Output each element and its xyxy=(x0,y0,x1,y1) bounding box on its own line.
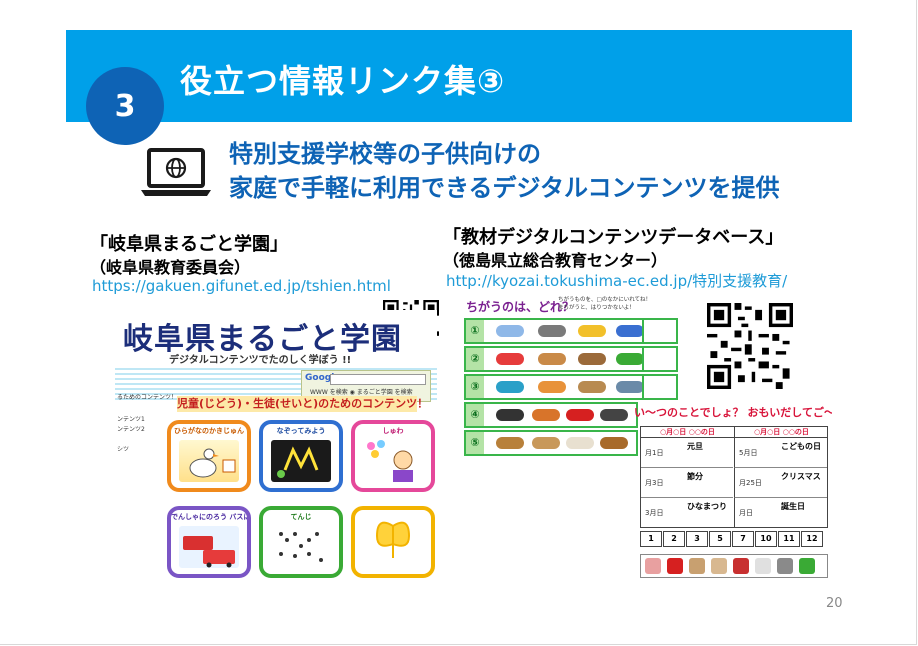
sidebar-item[interactable]: るためのコンテンツ！ xyxy=(117,394,178,401)
month-button[interactable]: 3 xyxy=(686,531,708,547)
quiz-title: ちがうのは、どれ？ xyxy=(466,300,575,314)
answer-box[interactable] xyxy=(642,376,676,398)
calendar-cell[interactable]: 月3日 節分 xyxy=(641,468,733,498)
subtitle-line-1: 特別支援学校等の子供向けの xyxy=(229,140,541,168)
tile-label: ひらがなのかきじゅん xyxy=(174,427,244,435)
left-resource-title: 「岐阜県まるごと学園」 xyxy=(90,234,288,255)
month-selector[interactable]: 1 2 3 5 7 10 11 12 xyxy=(640,531,826,547)
tokushima-site-screenshot[interactable]: ちがうのは、どれ？ ちがうものを、□のなかにいれてね！ まちがうと、はりつかない… xyxy=(460,292,832,578)
sign-language-illustration xyxy=(363,440,423,482)
quiz-row[interactable]: ④ xyxy=(464,402,638,428)
gifu-site-screenshot[interactable]: 岐阜県まるごと学園 デジタルコンテンツでたのしく学ぼう !! Google WW… xyxy=(115,310,437,578)
google-logo: Google xyxy=(305,373,341,383)
calendar-cell[interactable]: 5月日 こどもの日 xyxy=(734,438,827,468)
bus-illustration xyxy=(179,526,239,568)
kids-contents-banner: 児童(じどう)・生徒(せいと)のためのコンテンツ！ xyxy=(177,396,429,412)
calendar-header: ○月○日 ○○の日 xyxy=(641,427,734,438)
tile-label: しゅわ xyxy=(382,427,404,435)
month-button[interactable]: 2 xyxy=(663,531,685,547)
season-item[interactable] xyxy=(711,558,727,574)
butterfly-illustration xyxy=(363,516,423,558)
calendar-cell[interactable]: 3月日 ひなまつり xyxy=(645,502,727,517)
site-tagline: デジタルコンテンツでたのしく学ぼう !! xyxy=(169,355,352,366)
header-band: 役立つ情報リンク集③ xyxy=(66,30,852,122)
tile-label: でんしゃにのろう バスにのろう xyxy=(171,513,251,521)
site-logo: 岐阜県まるごと学園 xyxy=(123,322,402,357)
tile-train-bus[interactable]: でんしゃにのろう バスにのろう xyxy=(167,506,251,578)
season-item[interactable] xyxy=(755,558,771,574)
season-items-strip[interactable] xyxy=(640,554,828,578)
quiz-row[interactable]: ③ xyxy=(464,374,678,400)
quiz-row[interactable]: ⑤ xyxy=(464,430,638,456)
goose-illustration xyxy=(179,440,239,482)
page-number: 20 xyxy=(826,596,843,611)
month-button[interactable]: 10 xyxy=(755,531,777,547)
quiz-row[interactable]: ② xyxy=(464,346,678,372)
season-item[interactable] xyxy=(645,558,661,574)
laptop-globe-icon xyxy=(141,148,211,196)
month-button[interactable]: 12 xyxy=(801,531,823,547)
season-item[interactable] xyxy=(667,558,683,574)
calendar-grid[interactable]: ○月○日 ○○の日 ○月○日 ○○の日 月1日 元旦 5月日 こどもの日 月3日… xyxy=(640,426,828,528)
tile-label: てんじ xyxy=(290,513,312,521)
tile-hiragana[interactable]: ひらがなのかきじゅん xyxy=(167,420,251,492)
tile-tracing[interactable]: なぞってみよう xyxy=(259,420,343,492)
month-button[interactable]: 11 xyxy=(778,531,800,547)
calendar-cell[interactable]: 月1日 元旦 xyxy=(641,438,733,468)
tracing-illustration xyxy=(271,440,331,482)
season-item[interactable] xyxy=(689,558,705,574)
tile-butterfly[interactable] xyxy=(351,506,435,578)
calendar-cell[interactable]: 月25日 クリスマス xyxy=(734,468,827,498)
right-resource-link[interactable]: http://kyozai.tokushima-ec.ed.jp/特別支援教育/ xyxy=(446,272,788,290)
qr-code-right[interactable] xyxy=(707,303,793,389)
season-item[interactable] xyxy=(733,558,749,574)
answer-box[interactable] xyxy=(642,320,676,342)
quiz-row[interactable]: ① xyxy=(464,318,678,344)
calendar-cell[interactable]: 月日 誕生日 xyxy=(734,498,827,527)
season-item[interactable] xyxy=(799,558,815,574)
right-resource-title: 「教材デジタルコンテンツデータベース」 xyxy=(443,227,784,248)
left-resource-org: （岐阜県教育委員会） xyxy=(90,258,251,277)
season-item[interactable] xyxy=(777,558,793,574)
answer-box[interactable] xyxy=(642,348,676,370)
right-resource-org: （徳島県立総合教育センター） xyxy=(443,251,668,270)
tile-sign-language[interactable]: しゅわ xyxy=(351,420,435,492)
braille-illustration xyxy=(271,526,331,568)
calendar-game-title: い〜つのことでしょ？ おもいだしてご〜らん？ xyxy=(634,406,832,419)
month-button[interactable]: 1 xyxy=(640,531,662,547)
search-options[interactable]: WWW を検索 ◉ まるごと学園 を検索 xyxy=(310,389,413,396)
month-button[interactable]: 5 xyxy=(709,531,731,547)
sidebar-item[interactable]: ンテンツ1 xyxy=(117,416,145,423)
search-input[interactable] xyxy=(330,374,426,385)
subtitle-line-2: 家庭で手軽に利用できるデジタルコンテンツを提供 xyxy=(229,174,780,202)
sidebar-item[interactable]: ンテンツ2 xyxy=(117,426,145,433)
page-title: 役立つ情報リンク集③ xyxy=(180,62,506,100)
tile-braille[interactable]: てんじ xyxy=(259,506,343,578)
quiz-instructions: ちがうものを、□のなかにいれてね！ まちがうと、はりつかないよ！ xyxy=(558,297,652,311)
month-button[interactable]: 7 xyxy=(732,531,754,547)
section-number-badge: 3 xyxy=(86,67,164,145)
calendar-header: ○月○日 ○○の日 xyxy=(734,427,828,438)
tile-label: なぞってみよう xyxy=(276,427,326,435)
sidebar-item[interactable]: シツ xyxy=(117,446,130,453)
left-resource-link[interactable]: https://gakuen.gifunet.ed.jp/tshien.html xyxy=(92,277,391,295)
subtitle: 特別支援学校等の子供向けの 家庭で手軽に利用できるデジタルコンテンツを提供 xyxy=(229,137,780,205)
